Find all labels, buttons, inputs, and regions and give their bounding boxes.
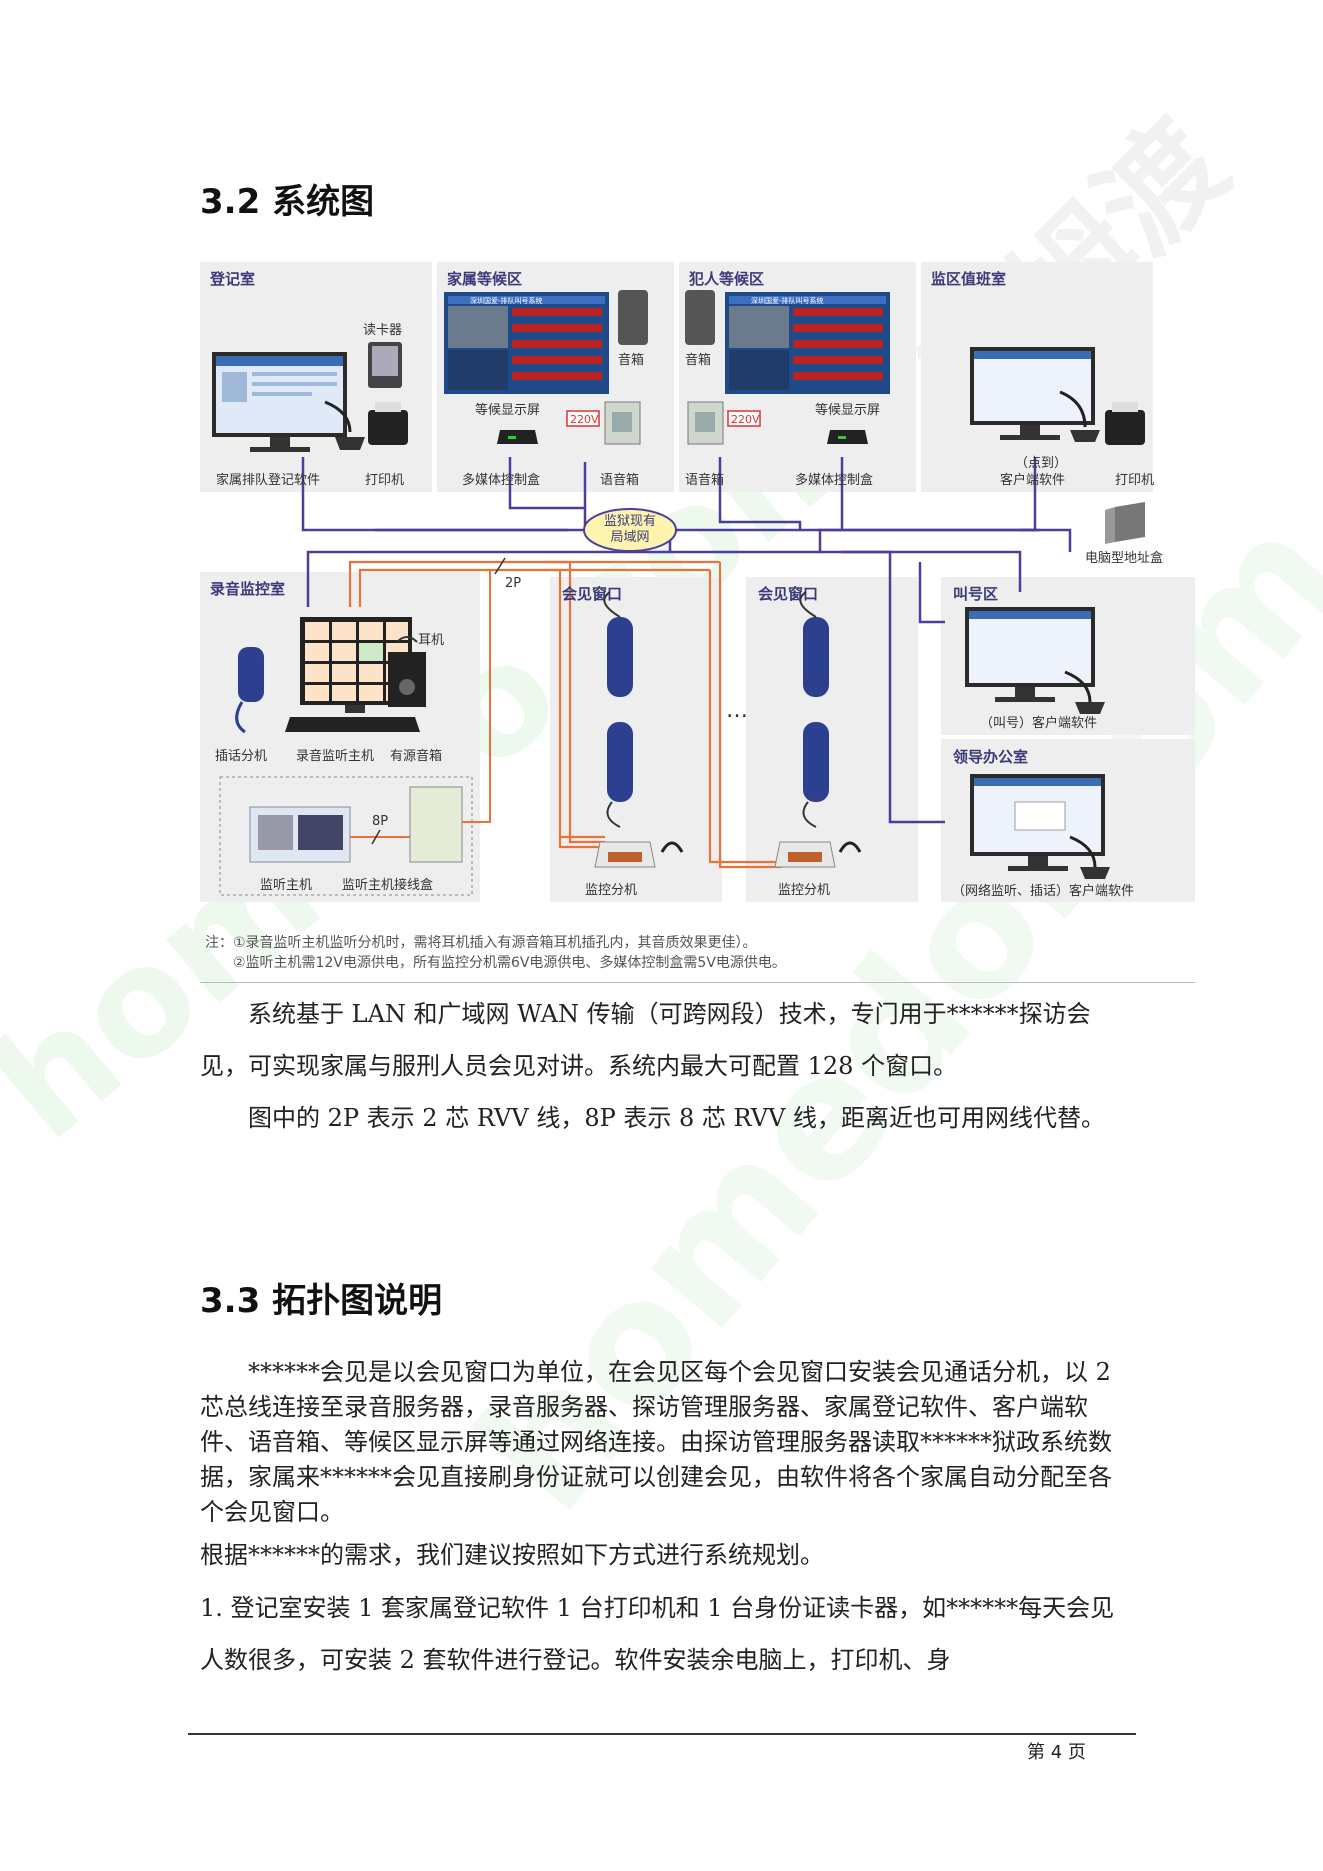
- diagram-note-2: ②监听主机需12V电源供电，所有监控分机需6V电源供电、多媒体控制盒需5V电源供…: [233, 955, 786, 971]
- zone-window-2: 会见窗口: [758, 585, 818, 603]
- mm-box-icon-2: [827, 430, 868, 444]
- call-monitor-icon: [965, 607, 1095, 702]
- label-2p: 2P: [505, 576, 521, 591]
- address-box-icon: [1105, 502, 1145, 544]
- label-voice-box-1: 语音箱: [600, 472, 639, 488]
- window2-phone-icon-top: [799, 591, 829, 697]
- section-title-3-2: 3.2 系统图: [200, 182, 375, 222]
- label-220v-1: 220V: [570, 413, 599, 426]
- label-point-line1: （点到）: [1015, 456, 1067, 471]
- duty-monitor-icon: [970, 347, 1095, 440]
- zone-window-1: 会见窗口: [562, 585, 622, 603]
- wait-screen-icon-1: 深圳国爱-排队叫号系统: [444, 292, 609, 394]
- printer-icon-2: [1105, 402, 1145, 445]
- label-220v-2: 220V: [731, 413, 760, 426]
- footer-line: [188, 1733, 1136, 1735]
- divider: [200, 982, 1195, 983]
- page-number: 第 4 页: [1027, 1742, 1086, 1763]
- label-wait-screen-2: 等候显示屏: [815, 402, 880, 418]
- active-speaker-icon: [388, 652, 426, 707]
- zone-leader: 领导办公室: [952, 748, 1028, 766]
- lan-ellipse: [583, 508, 677, 552]
- earphone-icon: [396, 636, 418, 643]
- headset-icon-2: [838, 841, 862, 853]
- paragraph-3: ******会见是以会见窗口为单位，在会见区每个会见窗口安装会见通话分机，以 2…: [200, 1358, 1112, 1526]
- wait-screen-icon-2: 深圳国爱-排队叫号系统: [725, 292, 890, 394]
- label-point-line2: 客户端软件: [1000, 472, 1065, 488]
- label-reg-software: 家属排队登记软件: [216, 472, 320, 488]
- voice-box-icon-2: [687, 401, 724, 445]
- diagram-note-1: 注：①录音监听主机监听分机时，需将耳机插入有源音箱耳机插孔内，其音质效果更佳）。: [205, 935, 757, 951]
- label-printer-2: 打印机: [1115, 473, 1154, 488]
- label-mon-ext-1: 监控分机: [585, 883, 637, 898]
- label-leader-client: （网络监听、插话）客户端软件: [952, 883, 1134, 899]
- paragraph-5: 1. 登记室安装 1 套家属登记软件 1 台打印机和 1 台身份证读卡器，如**…: [200, 1594, 1115, 1674]
- paragraph-4: 根据******的需求，我们建议按照如下方式进行系统规划。: [200, 1541, 824, 1569]
- window2-ext-icon: [774, 841, 836, 868]
- label-lan-line2: 局域网: [610, 530, 649, 545]
- card-reader-icon: [368, 342, 402, 388]
- headset-icon-1: [660, 841, 684, 853]
- system-diagram: 登记室 家属等候区 犯人等候区 监区值班室 录音监控室 会见窗口 会见窗口 叫号…: [200, 262, 1195, 902]
- paragraph-2: 图中的 2P 表示 2 芯 RVV 线，8P 表示 8 芯 RVV 线，距离近也…: [248, 1104, 1106, 1132]
- label-addr-box: 电脑型地址盒: [1085, 550, 1163, 566]
- label-wait-screen-1: 等候显示屏: [475, 402, 540, 418]
- window1-phone-icon-top: [603, 591, 633, 697]
- label-voice-box-2: 语音箱: [685, 472, 724, 488]
- bus-2p-lines: [348, 560, 782, 869]
- label-plugin-ext: 插话分机: [215, 749, 267, 764]
- zone-inmate-wait: 犯人等候区: [688, 270, 764, 288]
- monitor-group-box: [219, 776, 473, 896]
- window2-phone-icon-bottom: [802, 722, 829, 828]
- lan-lines: [301, 457, 1072, 824]
- mm-box-icon-1: [497, 430, 538, 444]
- zone-family-wait: 家属等候区: [447, 270, 522, 288]
- window1-ext-icon: [594, 841, 656, 868]
- speaker-icon-1: [618, 290, 648, 345]
- microphone-icon-2: [1070, 430, 1100, 442]
- label-card-reader: 读卡器: [363, 323, 402, 338]
- speaker-icon-2: [685, 290, 715, 345]
- reg-monitor-icon: [212, 352, 347, 452]
- label-call-client: （叫号）客户端软件: [980, 715, 1097, 731]
- microphone-icon-4: [1080, 867, 1110, 879]
- label-speaker-2: 音箱: [685, 352, 711, 368]
- label-mm-box-2: 多媒体控制盒: [795, 472, 873, 488]
- zone-registration: 登记室: [209, 270, 255, 288]
- microphone-icon: [324, 400, 365, 450]
- zone-duty-room: 监区值班室: [931, 270, 1006, 288]
- label-speaker-1: 音箱: [618, 352, 644, 368]
- zone-calling: 叫号区: [953, 585, 998, 603]
- mon-host-icon: [249, 806, 351, 863]
- label-lan-line1: 监狱现有: [604, 514, 656, 529]
- zone-recording: 录音监控室: [210, 580, 285, 598]
- label-dots: …: [726, 698, 748, 723]
- label-rec-host: 录音监听主机: [296, 748, 374, 764]
- voice-box-icon-1: [604, 401, 641, 445]
- label-8p: 8P: [372, 814, 388, 829]
- rec-phone-icon: [235, 647, 264, 734]
- label-printer-1: 打印机: [365, 473, 404, 488]
- screen-title-2: 深圳国爱-排队叫号系统: [751, 296, 824, 305]
- paragraph-1: 系统基于 LAN 和广域网 WAN 传输（可跨网段）技术，专门用于******探…: [200, 1000, 1091, 1080]
- mon-junction-icon: [409, 786, 463, 863]
- screen-title-1: 深圳国爱-排队叫号系统: [470, 296, 543, 305]
- label-mm-box-1: 多媒体控制盒: [462, 472, 540, 488]
- label-active-speaker: 有源音箱: [390, 748, 442, 764]
- section-title-3-3: 3.3 拓扑图说明: [200, 1281, 443, 1321]
- label-mon-host: 监听主机: [260, 878, 312, 893]
- label-earphone: 耳机: [418, 633, 444, 648]
- printer-icon: [368, 402, 408, 445]
- label-mon-ext-2: 监控分机: [778, 883, 830, 898]
- window1-phone-icon-bottom: [606, 722, 633, 828]
- microphone-icon-3: [1075, 702, 1105, 714]
- label-mon-junction: 监听主机接线盒: [342, 877, 433, 893]
